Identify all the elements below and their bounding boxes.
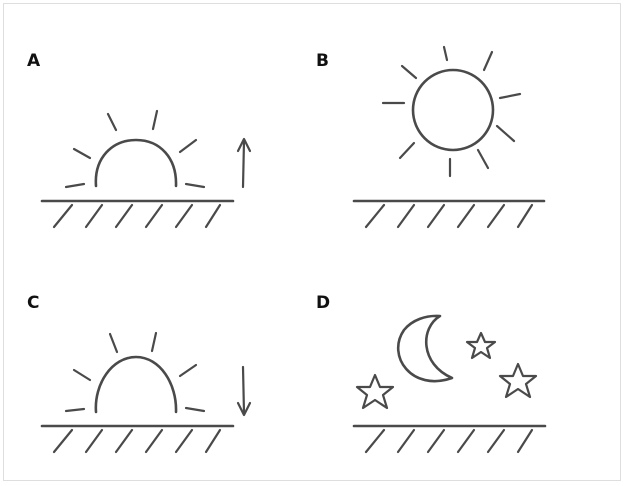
panel-label-a: A: [27, 51, 41, 71]
panel-c-ground-icon: [40, 424, 235, 454]
panel-b-scene: [352, 45, 546, 229]
diagram-frame: [3, 3, 621, 481]
panel-a-ground-icon: [40, 199, 235, 229]
panel-label-b: B: [316, 51, 329, 71]
panel-label-d: D: [316, 293, 331, 313]
panel-label-c: C: [27, 293, 40, 313]
panel-b-ground-icon: [352, 199, 546, 229]
panel-c-scene: [40, 331, 252, 454]
panel-d-moon-icon: [397, 314, 454, 383]
panel-c-sun-icon: [64, 331, 206, 414]
panel-d-ground-icon: [352, 424, 547, 454]
panel-d-right-star-icon: [498, 362, 538, 399]
panel-a-sun-icon: [64, 109, 206, 189]
panel-c-down-arrow-icon: [236, 365, 252, 417]
panel-a-up-arrow-icon: [236, 137, 252, 189]
panel-d-scene: [352, 314, 547, 454]
panel-d-left-star-icon: [355, 373, 395, 410]
panel-a-scene: [40, 109, 252, 229]
panel-d-small-star-icon: [465, 331, 497, 360]
panel-b-sun-icon: [381, 45, 522, 178]
